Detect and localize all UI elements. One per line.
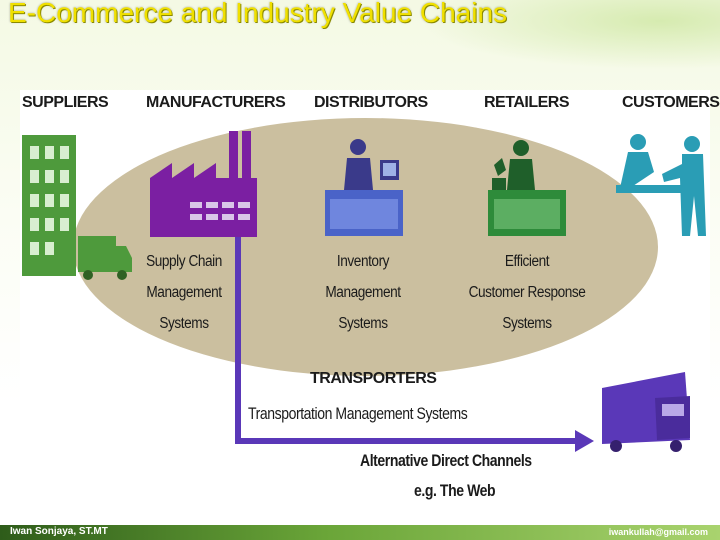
inventory-systems-label: Inventory Management Systems	[310, 246, 416, 339]
suppliers-label: SUPPLIERS	[22, 94, 109, 111]
building-icon	[22, 135, 76, 276]
slide-title: E-Commerce and Industry Value Chains	[8, 0, 508, 28]
customer-service-icon	[616, 134, 706, 236]
top-decoration	[420, 0, 720, 70]
cashier-icon	[488, 140, 566, 236]
scm-systems-label: Supply Chain Management Systems	[128, 246, 241, 339]
author-name: Iwan Sonjaya, ST.MT	[10, 526, 108, 537]
desk-worker-icon	[325, 139, 403, 236]
direct-channels-label: Alternative Direct Channels	[360, 452, 532, 470]
ecr-line-3: Systems	[502, 315, 552, 332]
scm-line-2: Management	[146, 284, 222, 301]
transportation-systems-label: Transportation Management Systems	[248, 405, 468, 423]
factory-icon	[150, 131, 257, 237]
inventory-line-1: Inventory	[336, 253, 390, 270]
scm-line-1: Supply Chain	[146, 253, 222, 270]
scm-line-3: Systems	[159, 315, 209, 332]
retailers-label: RETAILERS	[484, 94, 569, 111]
distributors-label: DISTRIBUTORS	[314, 94, 428, 111]
delivery-truck-icon	[602, 372, 690, 452]
ecr-line-2: Customer Response	[468, 284, 586, 301]
ecr-line-1: Efficient	[504, 253, 550, 270]
author-email: iwankullah@gmail.com	[608, 527, 708, 537]
transporters-label: TRANSPORTERS	[310, 370, 437, 387]
direct-channel-arrow	[235, 237, 594, 452]
inventory-line-2: Management	[325, 284, 401, 301]
inventory-line-3: Systems	[338, 315, 388, 332]
ecr-systems-label: Efficient Customer Response Systems	[463, 246, 591, 339]
footer-bar: Iwan Sonjaya, ST.MT iwankullah@gmail.com	[0, 525, 720, 540]
manufacturers-label: MANUFACTURERS	[146, 94, 286, 111]
truck-icon	[78, 236, 132, 280]
customers-label: CUSTOMERS	[622, 94, 720, 111]
web-example-label: e.g. The Web	[414, 482, 496, 500]
